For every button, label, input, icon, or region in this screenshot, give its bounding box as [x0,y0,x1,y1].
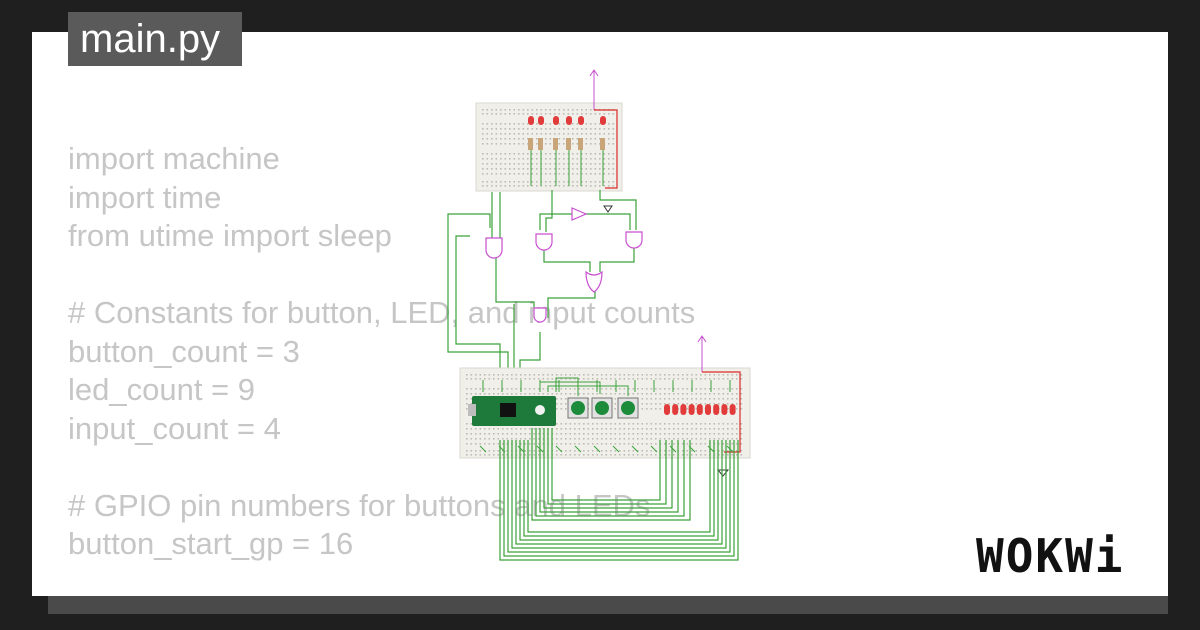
resistor-top-6 [600,138,605,150]
top-led-row [528,116,606,186]
output-wire [527,440,711,533]
output-wire [499,440,739,561]
jumper-wire [688,445,696,453]
led-bottom-2 [672,404,679,415]
bottom-led-row [664,404,736,415]
jumper-wire [631,445,639,453]
jumper-wire [479,445,487,453]
resistor-top-3 [553,138,558,150]
vcc-top-icon [589,69,599,110]
jumper-wire [517,445,525,453]
code-line: led_count = 9 [68,372,256,407]
pushbutton-cap[interactable] [595,401,609,415]
led-bottom-5 [696,404,703,415]
pushbutton-cap[interactable] [621,401,635,415]
not-gate [571,207,588,221]
code-line: # Constants for button, LED, and input c… [68,295,696,330]
jumper-wire [574,445,582,453]
output-wire [523,440,715,537]
led-top-6 [600,116,606,125]
led-bottom-1 [664,404,670,415]
file-tab-main-py[interactable]: main.py [68,12,242,66]
button-wire [555,377,579,396]
jumper-wire [669,445,677,453]
and-gate-3 [625,231,643,249]
jumper-wire [612,445,620,453]
led-bottom-9 [729,404,736,415]
output-wiring [499,428,739,561]
output-wire [511,440,727,549]
code-line: button_count = 3 [68,333,300,369]
raspberry-logo-icon [535,405,545,415]
output-wire [535,428,685,517]
output-wire [515,440,723,545]
jumper-wire [593,445,601,453]
pushbutton-cap[interactable] [571,401,585,415]
code-line: from utime import sleep [68,218,392,253]
jumper-wire [498,445,506,453]
and-gate-4 [533,307,547,323]
code-line: import time [68,179,222,215]
and-gate-2 [535,233,553,251]
output-wire [519,440,719,541]
jumper-wire [707,445,715,453]
led-top-1 [528,116,534,125]
ground-icon [603,205,613,213]
output-wire [507,440,731,553]
output-wire [539,428,679,513]
wokwi-logo[interactable]: WOKWi [976,529,1125,583]
led-top-5 [578,116,584,125]
output-wire [503,440,735,557]
top-breadboard [475,102,623,192]
led-top-4 [566,116,572,125]
bottom-power-wire [702,371,741,453]
code-line: import machine [68,141,280,176]
resistor-top-4 [566,138,571,150]
jumper-wire [536,445,544,453]
code-line: button_start_gp = 16 [68,526,354,561]
button-group [567,397,639,419]
code-line: input_count = 4 [68,410,281,446]
output-wire [547,428,667,505]
led-bottom-7 [713,404,720,415]
led-bottom-6 [705,404,711,415]
jumper-wire [726,445,734,453]
output-wire [531,428,691,521]
resistor-top-5 [578,138,583,150]
output-wire [551,428,661,501]
code-line: # GPIO pin numbers for buttons and LEDs [68,487,651,523]
led-bottom-8 [721,404,728,415]
led-top-3 [553,116,559,125]
logic-wiring [447,190,637,375]
button-wire [547,385,629,396]
led-bottom-3 [680,404,687,415]
vcc-bottom-icon [697,335,707,372]
top-power-wire [594,109,618,189]
raspberry-pi-pico [468,396,556,426]
button-wire [539,381,601,394]
or-gate [585,270,603,293]
output-wire [543,428,673,509]
and-gate-1 [485,237,503,259]
led-bottom-4 [688,404,695,415]
jumper-wire [650,445,658,453]
resistor-top-1 [528,138,533,150]
led-top-2 [538,116,544,125]
jumper-wire [555,445,563,453]
breadboard-jumpers [479,377,734,453]
resistor-top-2 [538,138,543,150]
